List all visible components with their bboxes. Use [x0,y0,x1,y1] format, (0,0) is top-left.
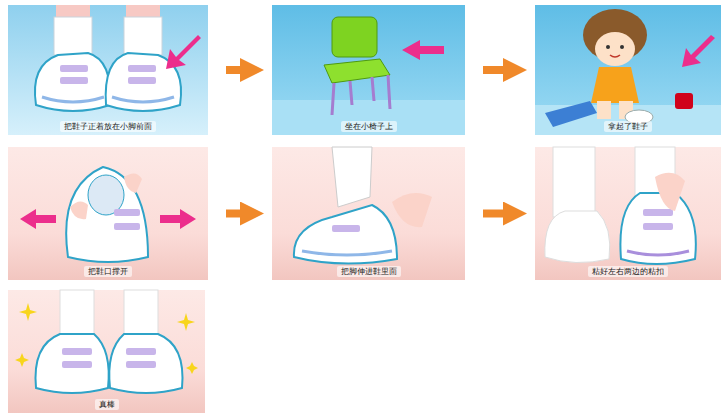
step-caption: 坐在小椅子上 [341,121,397,132]
step-caption: 把鞋子正着放在小脚前面 [60,121,156,132]
step-panel: 把脚伸进鞋里面 [272,147,465,280]
step-caption: 把脚伸进鞋里面 [337,266,401,277]
step-panel: 把鞋子正着放在小脚前面 [8,5,208,135]
step-caption: 真棒 [95,399,119,410]
open-shoe-picture [8,147,208,280]
step-caption: 把鞋口撑开 [84,266,132,277]
fasten-strap-picture [535,147,721,280]
step-caption: 拿起了鞋子 [604,121,652,132]
step-panel: 粘好左右两边的粘扣 [535,147,721,280]
step-panel: 坐在小椅子上 [272,5,465,135]
shoes-front-picture [8,5,208,135]
finished-shoes-picture [8,290,205,413]
chair-picture [272,5,465,135]
step-arrow [226,210,252,218]
step-caption: 粘好左右两边的粘扣 [588,266,668,277]
foot-in-shoe-picture [272,147,465,280]
step-panel: 真棒 [8,290,205,413]
step-arrow [483,66,515,74]
step-arrow [483,210,515,218]
step-panel: 拿起了鞋子 [535,5,721,135]
girl-picture [535,5,721,135]
step-panel: 把鞋口撑开 [8,147,208,280]
step-arrow [226,66,252,74]
